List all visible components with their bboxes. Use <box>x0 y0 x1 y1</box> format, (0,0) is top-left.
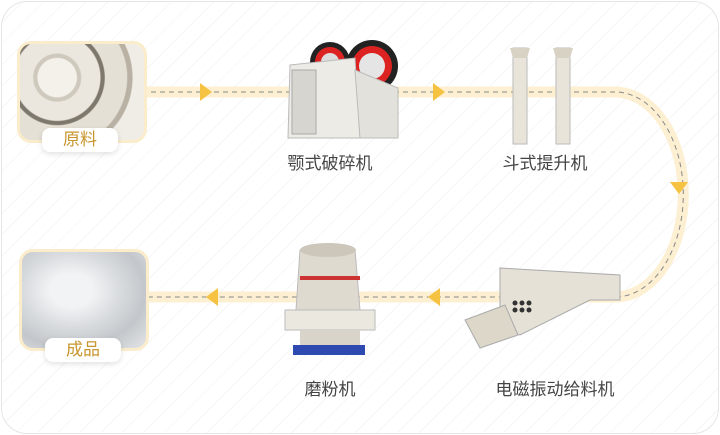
finished-product-label: 成品 <box>45 338 121 362</box>
arrow-left-icon <box>206 288 218 306</box>
arrow-down-icon <box>670 182 688 194</box>
arrow-right-icon <box>433 83 445 101</box>
jaw-crusher-image <box>287 40 399 139</box>
raw-material-label: 原料 <box>42 128 118 152</box>
grinding-mill-label: 磨粉机 <box>304 380 356 400</box>
bucket-elevator-image <box>510 47 573 145</box>
vibrating-feeder-label: 电磁振动给料机 <box>495 380 615 400</box>
arrow-right-icon <box>200 83 212 101</box>
bucket-elevator-label: 斗式提升机 <box>502 154 588 174</box>
jaw-crusher-label: 颚式破碎机 <box>287 154 373 174</box>
grinding-mill-image <box>284 243 376 355</box>
finished-product-image <box>19 249 149 351</box>
arrow-left-icon <box>428 288 440 306</box>
vibrating-feeder-image <box>464 267 621 349</box>
